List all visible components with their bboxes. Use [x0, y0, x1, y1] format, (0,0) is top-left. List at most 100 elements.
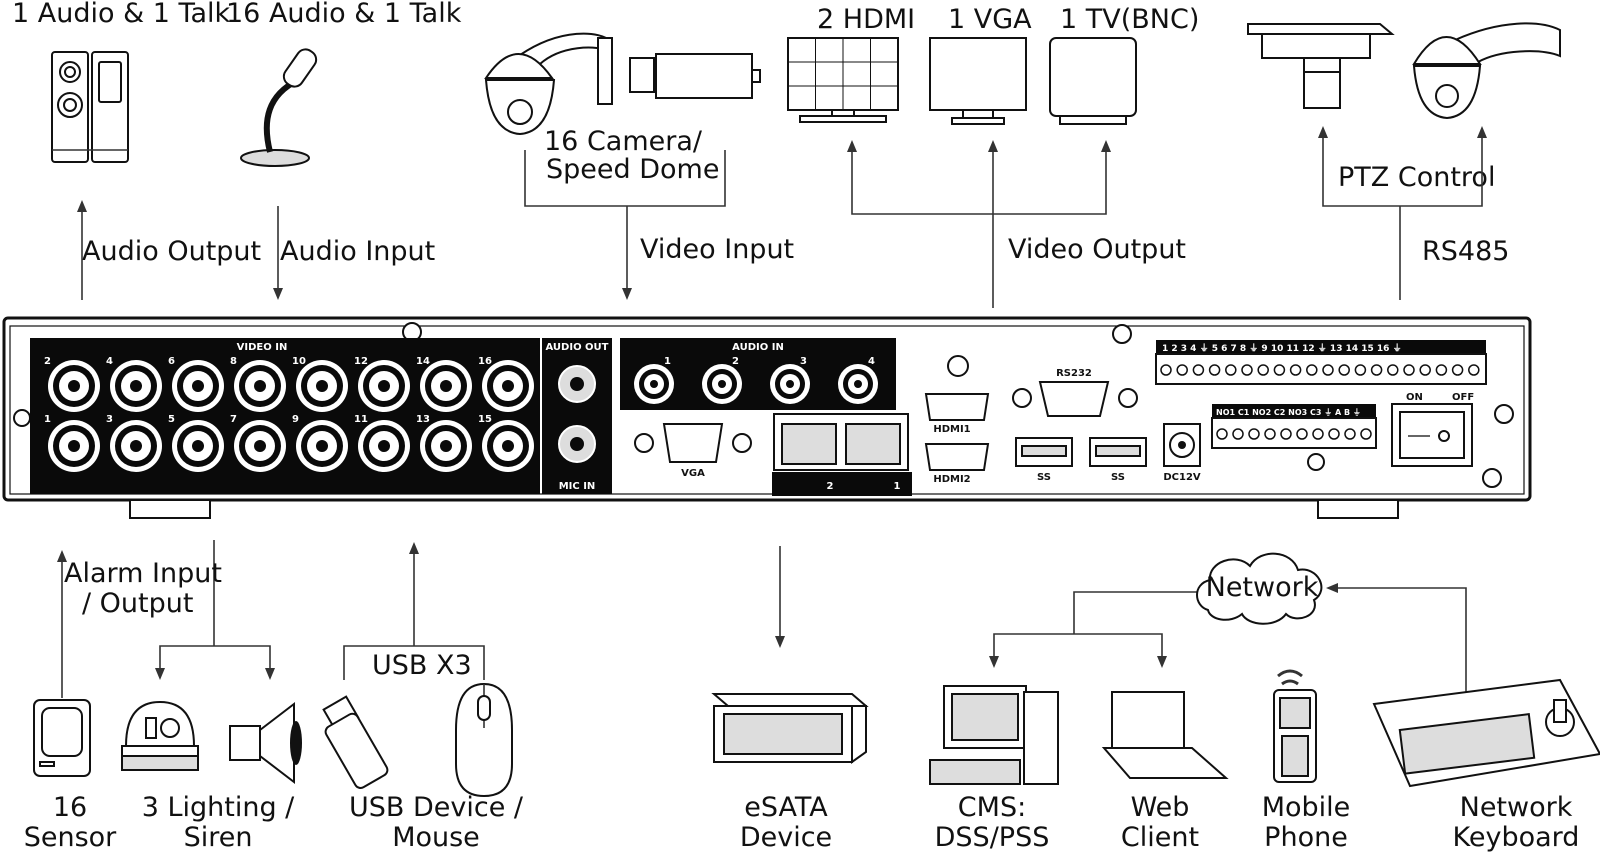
network-ports[interactable]: 2 1: [772, 413, 912, 496]
video-in-number: 3: [106, 414, 113, 425]
video-in-number: 10: [292, 356, 306, 367]
keyboard-label-line1: Network: [1460, 792, 1573, 823]
siren-icon: [229, 701, 302, 785]
rs485-label: RS485: [1422, 236, 1509, 267]
camera-label-line1: 16 Camera/: [544, 126, 703, 157]
speaker-icon: [51, 51, 129, 163]
video-in-number: 7: [230, 414, 237, 425]
video-in-bnc-15[interactable]: 15: [478, 414, 534, 472]
alarm-terminal-block-top[interactable]: 1 2 3 4 ⏚ 5 6 7 8 ⏚ 9 10 11 12 ⏚ 13 14 1…: [1155, 340, 1487, 385]
alarm-top-label: 1 2 3 4 ⏚ 5 6 7 8 ⏚ 9 10 11 12 ⏚ 13 14 1…: [1162, 343, 1402, 354]
esata-label-line2: Device: [740, 822, 832, 853]
box-camera-icon: [629, 53, 761, 99]
video-in-bnc-2[interactable]: 2: [44, 356, 100, 412]
video-in-number: 11: [354, 414, 368, 425]
bottom-connector-lines: [57, 540, 1467, 698]
tv-monitor-icon: [1049, 37, 1137, 125]
audio-in-number: 3: [800, 356, 807, 367]
dc-label: DC12V: [1163, 472, 1201, 483]
video-in-number: 2: [44, 356, 51, 367]
web-client-label-line2: Client: [1121, 822, 1199, 853]
audio-in-bnc-2[interactable]: 2: [702, 356, 742, 404]
keyboard-label-line2: Keyboard: [1453, 822, 1580, 853]
camera-label-line2: Speed Dome: [546, 154, 719, 185]
usb-ports[interactable]: SS SS: [1015, 437, 1147, 483]
video-in-bnc-1[interactable]: 1: [44, 414, 100, 472]
mouse-icon: [455, 682, 513, 798]
video-in-bnc-5[interactable]: 5: [168, 414, 224, 472]
ptz-control-label: PTZ Control: [1338, 162, 1495, 193]
video-in-number: 13: [416, 414, 430, 425]
lan-port-1-label: 1: [894, 481, 901, 492]
video-in-bnc-8[interactable]: 8: [230, 356, 286, 412]
video-in-bnc-10[interactable]: 10: [292, 356, 348, 412]
video-in-number: 14: [416, 356, 430, 367]
video-in-bnc-6[interactable]: 6: [168, 356, 224, 412]
usb-device-label-line1: USB Device /: [349, 792, 524, 823]
hdmi-monitor-icon: [787, 37, 899, 123]
video-in-bnc-16[interactable]: 16: [478, 356, 534, 412]
video-output-label: Video Output: [1008, 234, 1186, 265]
lighting-label-line1: 3 Lighting /: [142, 792, 295, 823]
audio-in-number: 1: [664, 356, 671, 367]
video-in-number: 16: [478, 356, 492, 367]
alarm-terminal-block-bottom[interactable]: NO1 C1 NO2 C2 NO3 C3 ⏚ A B ⏚: [1211, 404, 1377, 449]
lan-port-2-label: 2: [827, 481, 834, 492]
video-in-bnc-7[interactable]: 7: [230, 414, 286, 472]
cms-computer-icon: [929, 685, 1059, 785]
esata-device-icon: [711, 693, 869, 764]
power-switch[interactable]: ON OFF: [1391, 392, 1474, 467]
mobile-label-line2: Phone: [1264, 822, 1348, 853]
alarm-label-line2: / Output: [82, 588, 193, 619]
rs232-port[interactable]: RS232: [1012, 368, 1138, 417]
lighting-label-line2: Siren: [184, 822, 253, 853]
video-input-label: Video Input: [640, 234, 794, 265]
vga-port[interactable]: VGA: [634, 423, 752, 479]
video-in-bnc-4[interactable]: 4: [106, 356, 162, 412]
sensor-label-line1: 16: [53, 792, 87, 823]
hdmi1-label: HDMI1: [933, 424, 970, 435]
video-in-bnc-11[interactable]: 11: [354, 414, 410, 472]
hdmi-ports[interactable]: HDMI1 HDMI2: [924, 355, 990, 485]
power-input-port[interactable]: DC12V: [1163, 423, 1201, 483]
video-in-bnc-3[interactable]: 3: [106, 414, 162, 472]
video-in-number: 9: [292, 414, 299, 425]
audio-in-label: AUDIO IN: [732, 342, 784, 353]
video-in-bnc-12[interactable]: 12: [354, 356, 410, 412]
video-in-number: 12: [354, 356, 368, 367]
usb-mark-1: SS: [1037, 472, 1051, 483]
audio-in-bnc-3[interactable]: 3: [770, 356, 810, 404]
video-in-bnc-13[interactable]: 13: [416, 414, 472, 472]
audio-output-label: Audio Output: [82, 236, 261, 267]
video-in-number: 1: [44, 414, 51, 425]
microphone-icon: [240, 48, 318, 167]
usb-mark-2: SS: [1111, 472, 1125, 483]
top-connector-lines: [77, 126, 1487, 308]
usb-drive-icon: [322, 695, 389, 789]
rs232-label: RS232: [1056, 368, 1092, 379]
network-keyboard-icon: [1372, 678, 1600, 788]
audio-in-number: 2: [732, 356, 739, 367]
ground-screw: [1494, 404, 1514, 424]
ptz-speed-dome-icon: [1412, 22, 1561, 120]
mobile-phone-icon: [1273, 669, 1317, 783]
audio-in-bnc-4[interactable]: 4: [838, 356, 878, 404]
video-in-number: 8: [230, 356, 237, 367]
audio-out-label: AUDIO OUT: [546, 342, 609, 353]
tv-count-label: 1 TV(BNC): [1060, 4, 1199, 35]
switch-off-label: OFF: [1452, 392, 1474, 403]
video-in-number: 5: [168, 414, 175, 425]
web-client-label-line1: Web: [1131, 792, 1190, 823]
vga-count-label: 1 VGA: [948, 4, 1032, 35]
switch-on-label: ON: [1406, 392, 1423, 403]
audio-in-number: 4: [868, 356, 875, 367]
video-in-bnc-9[interactable]: 9: [292, 414, 348, 472]
video-in-bnc-14[interactable]: 14: [416, 356, 472, 412]
usb-device-label-line2: Mouse: [392, 822, 480, 853]
audio-in-bnc-1[interactable]: 1: [634, 356, 674, 404]
cms-label-line2: DSS/PSS: [935, 822, 1050, 853]
audio-input-label: Audio Input: [280, 236, 435, 267]
laptop-icon: [1101, 691, 1229, 779]
